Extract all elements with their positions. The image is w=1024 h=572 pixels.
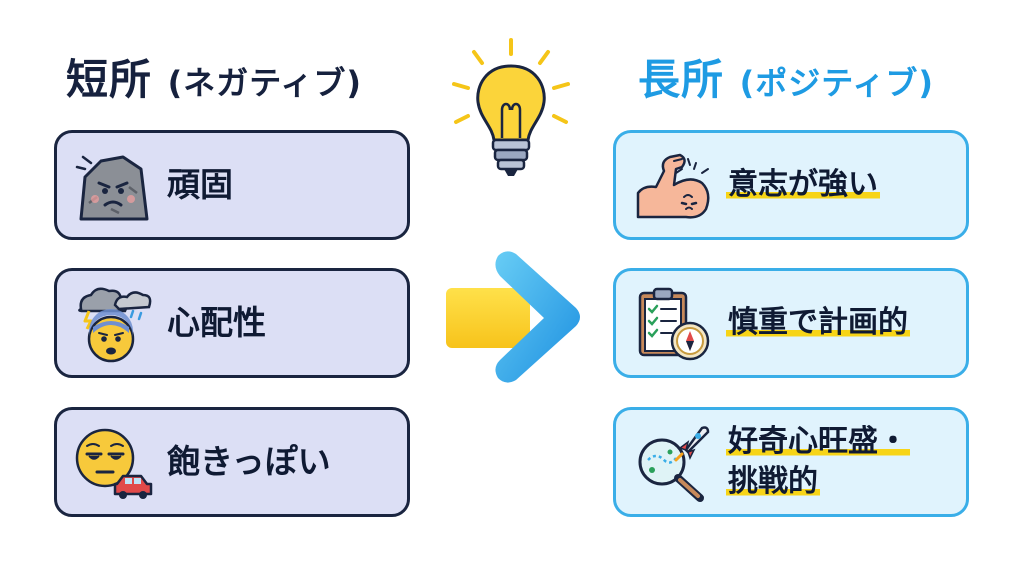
positive-label-careful-planner-text: 慎重で計画的 — [726, 305, 910, 340]
positive-label-strong-will-text: 意志が強い — [726, 167, 880, 202]
clipboard-compass-icon — [638, 287, 710, 361]
negative-card-worrier: 心配性 — [54, 268, 410, 378]
bored-face-car-icon — [75, 428, 153, 499]
positive-card-careful-planner: 慎重で計画的 — [613, 268, 969, 378]
worried-cloud-face-icon — [78, 287, 152, 363]
negative-label-worrier: 心配性 — [167, 303, 266, 342]
right-arrow-icon — [446, 251, 580, 383]
lightbulb-icon — [452, 38, 570, 176]
positive-label-careful-planner: 慎重で計画的 — [726, 303, 910, 343]
negative-column-title: 短所 (ネガティブ) — [66, 52, 362, 111]
positive-label-curious-line1: 好奇心旺盛・ — [726, 424, 910, 459]
positive-label-curious-line2: 挑戦的 — [726, 464, 820, 499]
positive-subtitle-text: (ポジティブ) — [739, 64, 934, 102]
positive-column-title: 長所 (ポジティブ) — [638, 52, 934, 111]
negative-title-text: 短所 — [66, 55, 153, 104]
negative-label-easily-bored: 飽きっぽい — [167, 442, 331, 481]
flexed-bicep-icon — [636, 153, 710, 219]
positive-label-curious-challenger: 好奇心旺盛・ 挑戦的 — [726, 422, 910, 502]
negative-card-easily-bored: 飽きっぽい — [54, 407, 410, 517]
positive-title-text: 長所 — [638, 55, 725, 104]
magnifier-rocket-icon — [638, 426, 710, 502]
positive-label-strong-will: 意志が強い — [726, 165, 880, 205]
negative-card-stubborn: 頑固 — [54, 130, 410, 240]
positive-card-curious-challenger: 好奇心旺盛・ 挑戦的 — [613, 407, 969, 517]
positive-card-strong-will: 意志が強い — [613, 130, 969, 240]
negative-subtitle-text: (ネガティブ) — [167, 64, 362, 102]
negative-label-stubborn: 頑固 — [167, 165, 233, 204]
stubborn-rock-icon — [75, 155, 149, 221]
